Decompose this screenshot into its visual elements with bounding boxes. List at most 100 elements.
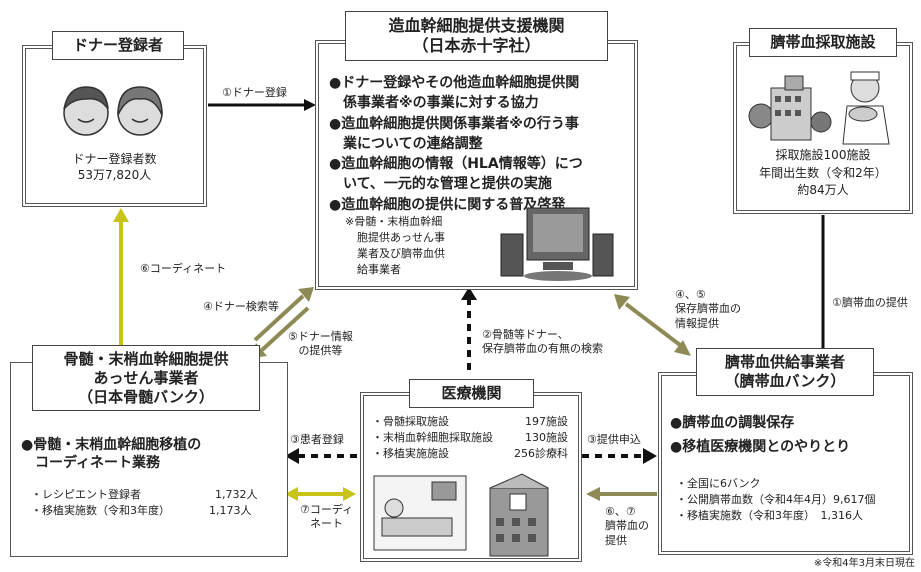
marrow-title-line2: あっせん事業者 [93,368,199,387]
cord-info-line1: ④、⑤ [675,288,706,301]
cord-facility-births-value: 約84万人 [797,183,849,197]
medical-row2-value: 130施設 [525,430,568,444]
support-item-3a: 造血幹細胞の情報（HLA情報等）につ [329,154,582,174]
support-title-line2: （日本赤十字社） [412,36,541,55]
search-query-line2: 保存臍帯血の有無の検索 [482,342,603,356]
patient-reg-label: ③患者登録 [290,433,344,446]
cord-bank-bullet1-text: 臍帯血の調製保存 [682,415,795,431]
medical-row1-label: ・骨髄採取施設 [372,415,449,428]
medical-box: ・骨髄採取施設 ・末梢血幹細胞採取施設 ・移植実施施設 197施設 130施設 … [360,392,582,562]
computer-icon [500,207,614,281]
marrow-title-line3: （日本骨髄バンク） [78,387,214,406]
support-title-line1: 造血幹細胞提供支援機関 [388,16,565,35]
transplant-label: ・移植実施数（令和3年度） [31,503,170,517]
support-item-2a: 造血幹細胞提供関係事業者※の行う事 [329,114,583,134]
donor-count-label: ドナー登録者数 [72,152,157,166]
coord-7-label: ⑦コーディ ネート [300,503,353,532]
coord-7-line2: ネート [310,517,343,531]
support-item-2b: 業についての連絡調整 [343,135,483,152]
support-item-1a: ドナー登録やその他造血幹細胞提供関 [329,73,583,93]
recipient-value: 1,732人 [215,488,258,501]
search-query-arrow [461,287,477,370]
patient-reg-arrow [285,448,357,464]
cord-bank-bullet2-text: 移植医療機関とのやりとり [682,439,851,455]
cord-bank-stat2: ・公開臍帯血数（令和4年4月）9,617個 [676,492,876,506]
support-organization-title: 造血幹細胞提供支援機関 （日本赤十字社） [345,11,608,61]
cord-bank-title-line1: 臍帯血供給事業者 [724,353,845,371]
medical-values: 197施設 130施設 256診療科 [514,414,568,462]
marrow-heading-line2: コーディネート業務 [35,455,161,471]
donor-info-label: ⑤ドナー情報 の提供等 [288,330,353,359]
cord-bank-box: 臍帯血の調製保存 移植医療機関とのやりとり ・全国に6バンク ・公開臍帯血数（令… [658,372,913,555]
donor-registration-arrow [208,99,316,111]
cord-bank-bullet2: 移植医療機関とのやりとり [670,438,850,456]
coordinate-arrow [113,208,129,359]
cord-provide-line1: ⑥、⑦ [605,505,636,518]
hospital-nurse-icon [748,71,890,145]
coordinate-label: ⑥コーディネート [140,262,227,275]
cord-bank-title: 臍帯血供給事業者 （臍帯血バンク） [696,348,874,396]
cord-provide-line2: 臍帯血の [605,519,649,533]
support-item-3b: いて、一元的な管理と提供の実施 [343,176,552,193]
donor-count-value: 53万7,820人 [77,168,152,182]
donor-registration-label: ①ドナー登録 [222,86,287,99]
cord-bank-stats: ・全国に6バンク ・公開臍帯血数（令和4年4月）9,617個 ・移植実施数（令和… [676,476,876,524]
support-item-1b: 係事業者※の事業に対する協力 [343,95,539,112]
donor-title: ドナー登録者 [52,31,184,60]
coord-7-arrow [285,487,356,501]
cord-supply-arrow [817,215,829,369]
support-note-line3: 業者及び臍帯血供 [357,246,445,260]
donor-people-icon [63,86,163,136]
marrow-bank-title: 骨髄・末梢血幹細胞提供 あっせん事業者 （日本骨髄バンク） [32,345,260,412]
cord-facility-births-label: 年間出生数（令和2年） [759,166,887,180]
cord-bank-title-line2: （臍帯血バンク） [724,371,846,390]
support-note-line1: ※骨髄・末梢血幹細 [345,215,443,228]
cord-bank-stat3: ・移植実施数（令和3年度） 1,316人 [676,508,863,522]
support-note: ※骨髄・末梢血幹細 胞提供あっせん事 業者及び臍帯血供 給事業者 [345,214,445,278]
support-items: ドナー登録やその他造血幹細胞提供関 係事業者※の事業に対する協力 造血幹細胞提供… [329,73,583,215]
supply-request-label: ③提供申込 [587,433,641,446]
marrow-heading-line1: 骨髄・末梢血幹細胞移植の [21,436,201,454]
support-organization-box: ドナー登録やその他造血幹細胞提供関 係事業者※の事業に対する協力 造血幹細胞提供… [315,40,638,290]
cord-provide-line3: 提供 [605,533,627,547]
cord-info-arrow [614,294,691,356]
cord-info-label: ④、⑤ 保存臍帯血の 情報提供 [675,288,741,331]
cord-supply-label: ①臍帯血の提供 [832,296,908,309]
donor-box: ドナー登録者数 53万7,820人 [22,45,207,207]
support-note-line4: 給事業者 [357,262,401,276]
marrow-title-line1: 骨髄・末梢血幹細胞提供 [63,350,229,368]
search-query-line1: ②骨髄等ドナー、 [482,328,569,341]
supply-request-arrow [582,448,657,464]
cord-bank-stat1: ・全国に6バンク [676,477,761,490]
marrow-stats-values: 1,732人 1,173人 [209,487,258,519]
marrow-stats-labels: ・レシピエント登録者 ・移植実施数（令和3年度） [31,487,170,519]
donor-info-line2: の提供等 [298,344,343,358]
cord-info-line2: 保存臍帯血の [675,302,741,316]
support-note-line2: 胞提供あっせん事 [357,230,445,244]
medical-labels: ・骨髄採取施設 ・末梢血幹細胞採取施設 ・移植実施施設 [372,414,493,462]
recipient-label: ・レシピエント登録者 [31,488,141,501]
coord-7-line1: ⑦コーディ [300,503,354,516]
search-query-label: ②骨髄等ドナー、 保存臍帯血の有無の検索 [482,328,603,357]
cord-facility-box: 採取施設100施設 年間出生数（令和2年） 約84万人 [733,42,913,214]
donor-search-arrow [253,287,314,342]
patient-hospital-icon [373,473,549,557]
donor-info-line1: ⑤ドナー情報 [288,330,353,343]
medical-row2-label: ・末梢血幹細胞採取施設 [372,430,493,444]
marrow-heading-text1: 骨髄・末梢血幹細胞移植の [33,437,202,453]
medical-row1-value: 197施設 [525,415,568,428]
cord-facility-count: 採取施設100施設 [775,148,871,162]
cord-provide-label: ⑥、⑦ 臍帯血の 提供 [605,505,649,548]
medical-row3-value: 256診療科 [514,446,568,460]
medical-title: 医療機関 [409,379,534,408]
medical-row3-label: ・移植実施施設 [372,446,449,460]
footnote: ※令和4年3月末日現在 [813,558,915,569]
transplant-value: 1,173人 [209,503,252,517]
cord-bank-bullet1: 臍帯血の調製保存 [670,414,794,432]
support-item-4: 造血幹細胞の提供に関する普及啓発 [329,195,583,215]
cord-info-line3: 情報提供 [675,316,719,330]
donor-search-label: ④ドナー検索等 [203,300,279,313]
cord-provide-arrow [586,487,657,501]
cord-facility-title: 臍帯血採取施設 [749,28,897,57]
